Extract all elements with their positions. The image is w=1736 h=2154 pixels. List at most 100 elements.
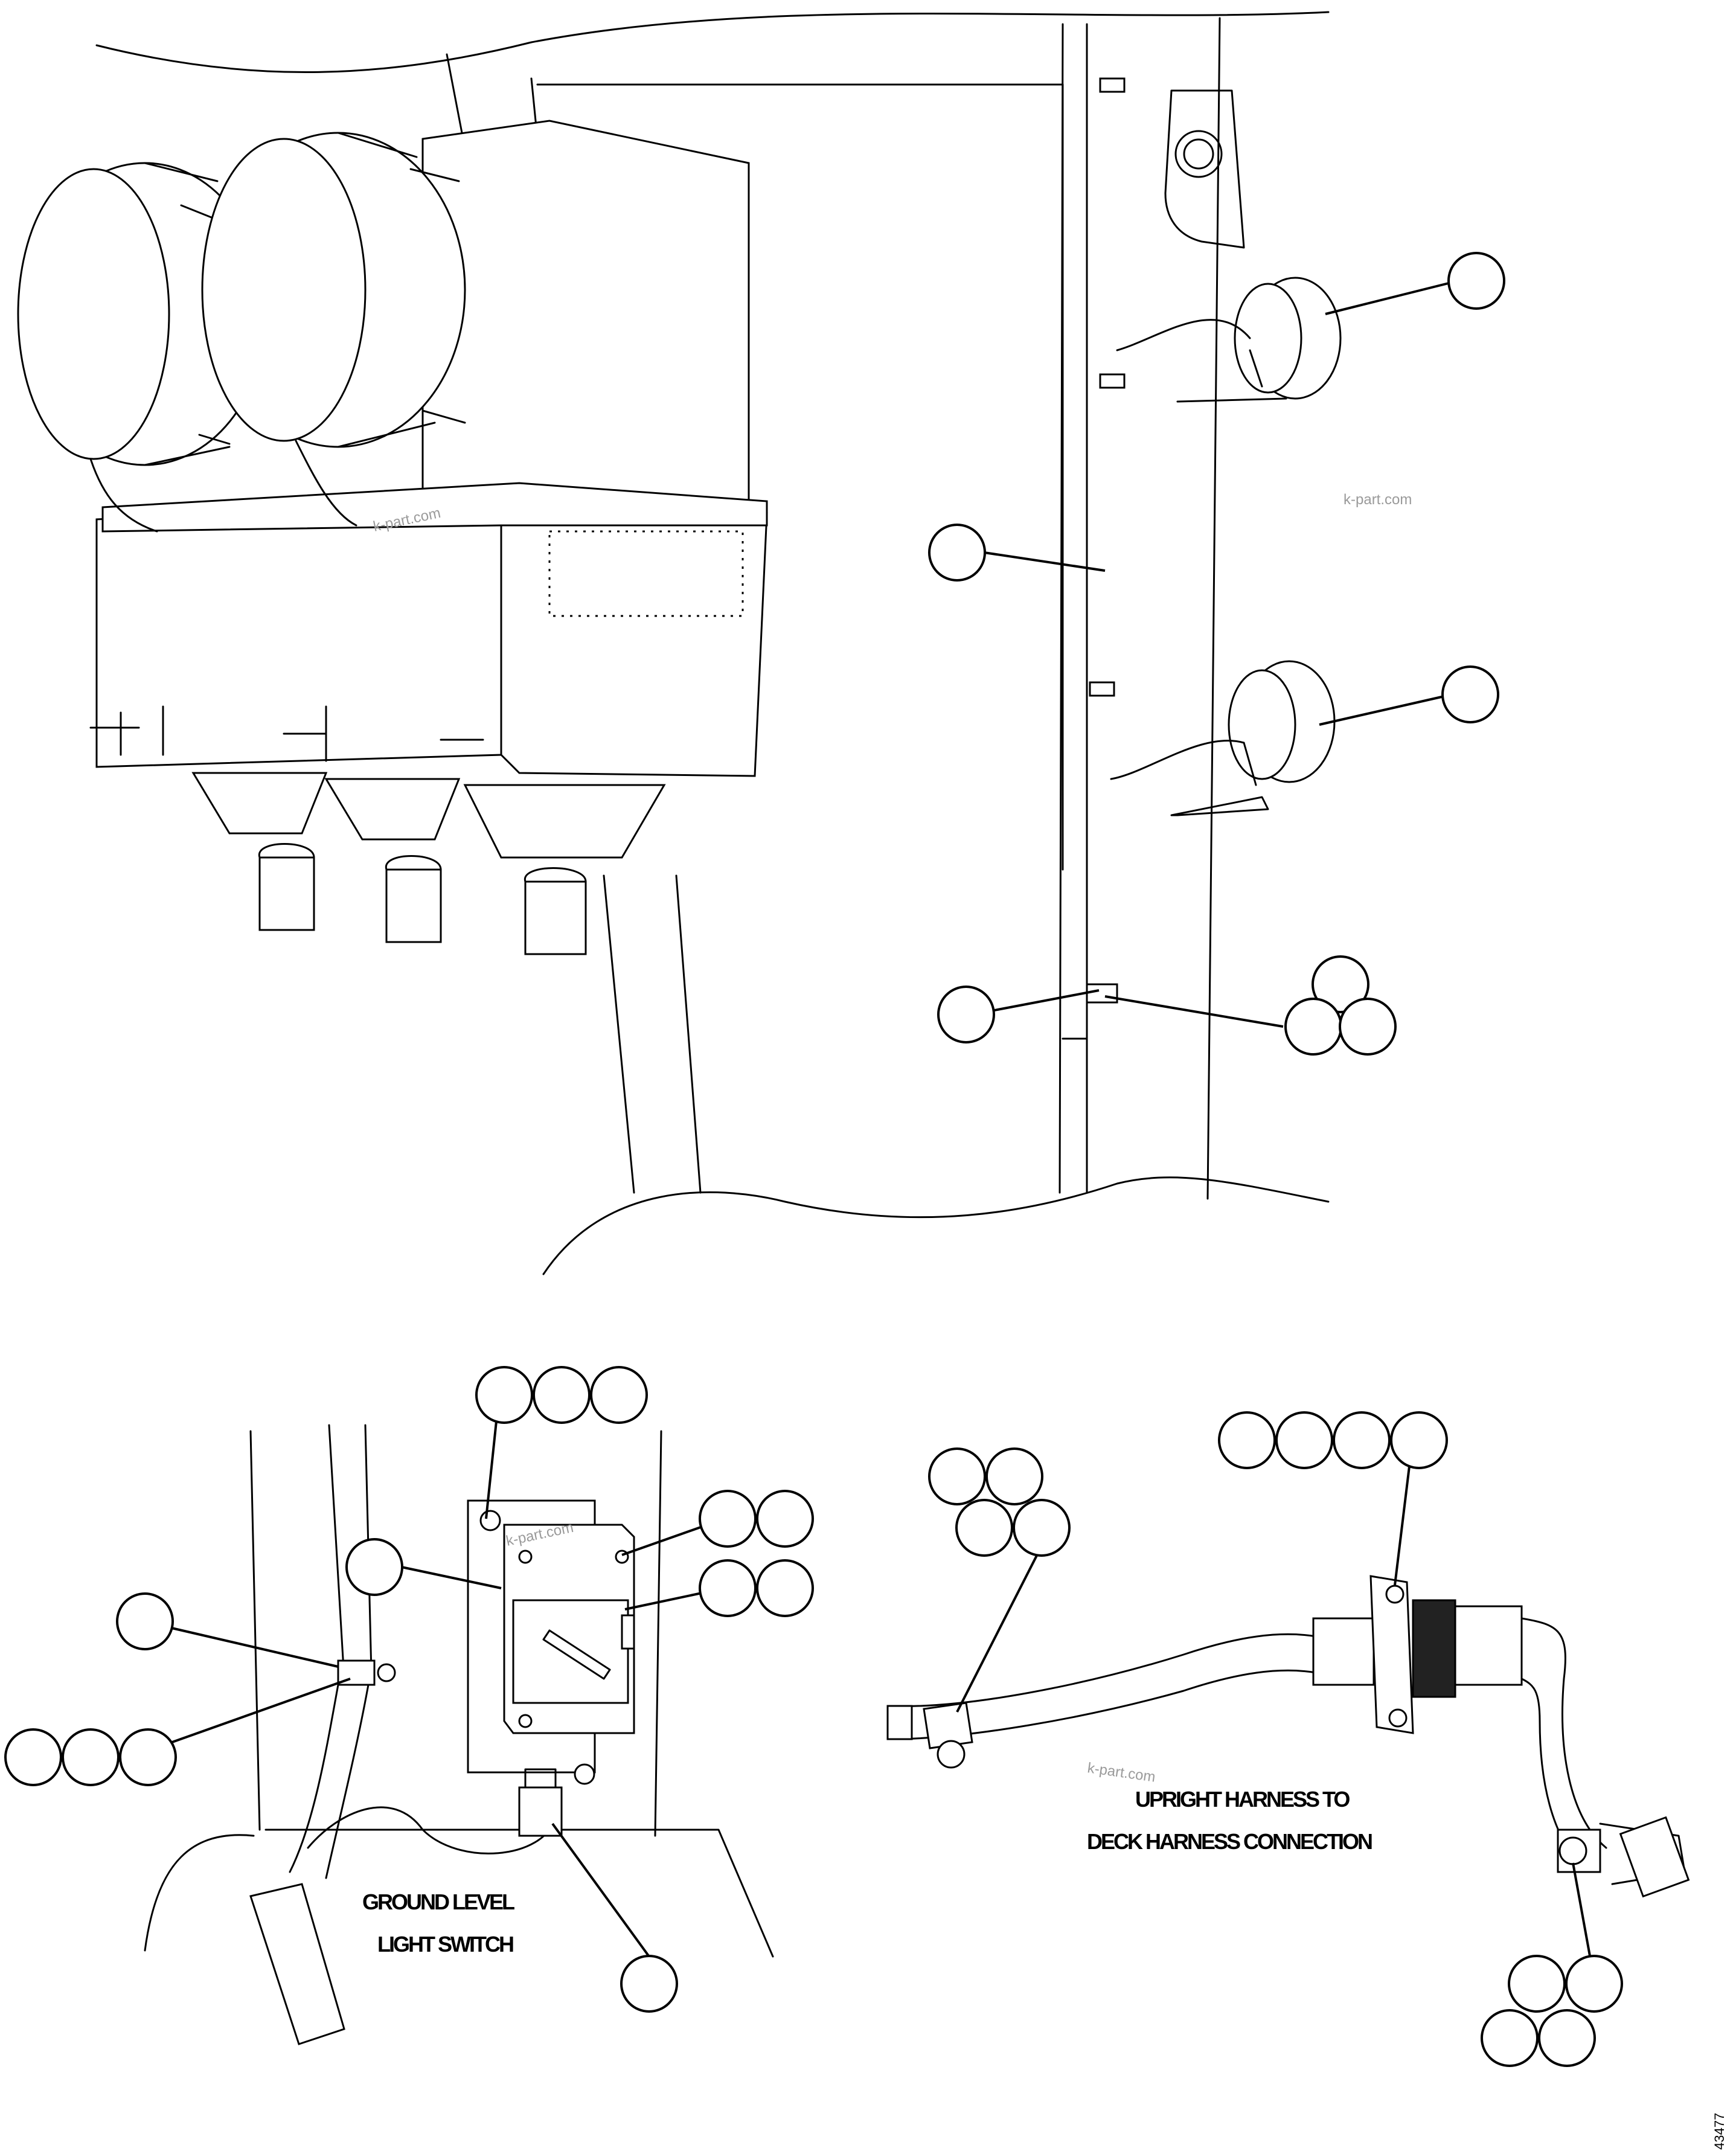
conduit-clip — [1099, 373, 1126, 389]
bulkhead-connector-body — [1312, 1617, 1375, 1686]
harness-connection-view: UPRIGHT HARNESS TO DECK HARNESS CONNECTI… — [886, 1575, 1690, 1898]
bulkhead-flange-screw — [1385, 1585, 1404, 1604]
floodlight-right — [201, 132, 466, 448]
leader-line — [956, 1551, 1040, 1713]
light-pigtail-right — [295, 440, 357, 527]
light-bar-lower-box — [95, 500, 502, 768]
conduit-clip — [1086, 983, 1118, 1004]
leader-line — [984, 551, 1106, 572]
harness-clip-right-nut — [1558, 1836, 1587, 1865]
switch-connector-neck — [524, 1768, 557, 1789]
switch-clip-bolt — [377, 1663, 396, 1682]
callout-balloon — [928, 1447, 986, 1505]
leader-line — [1394, 1461, 1411, 1586]
upright-harness-label-line2: DECK HARNESS CONNECTION — [1087, 1829, 1372, 1854]
callout-balloon — [1275, 1411, 1333, 1469]
strap-clamps — [180, 168, 466, 445]
marker-lamp-lower-wire — [1110, 739, 1245, 780]
switch-cover-screw — [518, 1550, 533, 1564]
top-assembly-view — [17, 11, 1342, 1275]
leader-line — [171, 1678, 351, 1743]
callout-balloons — [4, 252, 1623, 2067]
light-bar-housing — [421, 120, 750, 514]
switch-screw — [479, 1510, 501, 1531]
bracket-hole-inner — [1183, 138, 1214, 170]
upright-harness-label-line1: UPRIGHT HARNESS TO — [1135, 1787, 1350, 1812]
callout-balloon — [1508, 1955, 1566, 2013]
conduit-clip — [1089, 681, 1115, 697]
callout-balloon — [1013, 1499, 1071, 1557]
light-pigtail-left — [89, 458, 158, 533]
ground-switch-label-line2: LIGHT SWITCH — [377, 1932, 513, 1957]
floodlight-left — [17, 162, 267, 466]
callout-balloon — [955, 1499, 1013, 1557]
leader-lines — [168, 280, 1592, 1963]
callout-balloon — [62, 1728, 120, 1786]
switch-cover-screw — [615, 1550, 629, 1564]
bracket-hole — [1174, 130, 1223, 178]
switch-screw — [574, 1763, 595, 1785]
marker-lamp-upper — [1176, 277, 1342, 403]
callout-balloon — [1565, 1955, 1623, 2013]
leader-line — [485, 1403, 499, 1519]
callout-balloon — [533, 1366, 591, 1424]
callout-balloon — [1312, 955, 1369, 1013]
light-bar-side — [500, 500, 768, 777]
callout-balloon — [1390, 1411, 1448, 1469]
callout-balloon — [1441, 665, 1499, 723]
callout-balloon — [1481, 2009, 1539, 2067]
leader-line — [401, 1566, 502, 1589]
callout-balloon — [345, 1538, 403, 1596]
switch-toggle-lever — [542, 1629, 611, 1680]
callout-balloon — [1339, 998, 1397, 1056]
leader-line — [551, 1822, 650, 1958]
callout-balloon — [4, 1728, 62, 1786]
bulkhead-flange-screw — [1388, 1708, 1408, 1728]
harness-clip-nut — [937, 1740, 966, 1769]
callout-balloon — [590, 1366, 648, 1424]
switch-wire — [307, 1806, 557, 1854]
callout-balloon — [756, 1490, 814, 1548]
ground-switch-label-line1: GROUND LEVEL — [362, 1890, 514, 1914]
louvre-panel — [548, 530, 744, 617]
callout-balloon — [1447, 252, 1505, 310]
callout-balloon — [937, 986, 995, 1043]
switch-cutaway-line — [144, 1834, 255, 1952]
conduit-clip — [1099, 77, 1126, 93]
watermark: k-part.com — [1344, 492, 1412, 508]
switch-cable-end — [249, 1883, 345, 2045]
light-bar-lid — [101, 482, 768, 533]
leader-line — [1319, 693, 1453, 726]
callout-balloon — [985, 1447, 1043, 1505]
callout-balloon — [1538, 2009, 1596, 2067]
callout-balloon — [1218, 1411, 1276, 1469]
bulkhead-coupling-ring — [1412, 1599, 1456, 1698]
callout-balloon — [475, 1366, 533, 1424]
light-bar-pegs — [89, 705, 484, 762]
callout-balloon — [116, 1592, 174, 1650]
callout-balloon — [699, 1559, 757, 1617]
leader-line — [1325, 280, 1459, 315]
switch-cover-screw — [518, 1714, 533, 1728]
leader-line — [1104, 995, 1284, 1028]
cutaway-break-line-bottom — [542, 1176, 1330, 1275]
leader-line — [168, 1626, 339, 1668]
light-bar-fittings — [191, 772, 666, 955]
switch-side-tab — [621, 1614, 635, 1650]
callout-balloon — [620, 1955, 678, 2013]
harness-p-clip — [923, 1702, 973, 1749]
cutaway-break-line-top — [95, 11, 1330, 74]
leader-line — [1572, 1862, 1592, 1963]
mounting-bracket — [1164, 89, 1245, 249]
callout-balloon — [756, 1559, 814, 1617]
harness-left-end — [886, 1705, 913, 1740]
callout-balloon — [699, 1490, 757, 1548]
callout-balloon — [928, 524, 986, 582]
marker-lamp-lower — [1170, 660, 1336, 816]
watermark: k-part.com — [1086, 1760, 1156, 1786]
harness-right-end — [1619, 1816, 1690, 1898]
callout-balloon — [119, 1728, 177, 1786]
switch-box-face — [512, 1599, 629, 1704]
switch-cable — [289, 1684, 370, 1879]
